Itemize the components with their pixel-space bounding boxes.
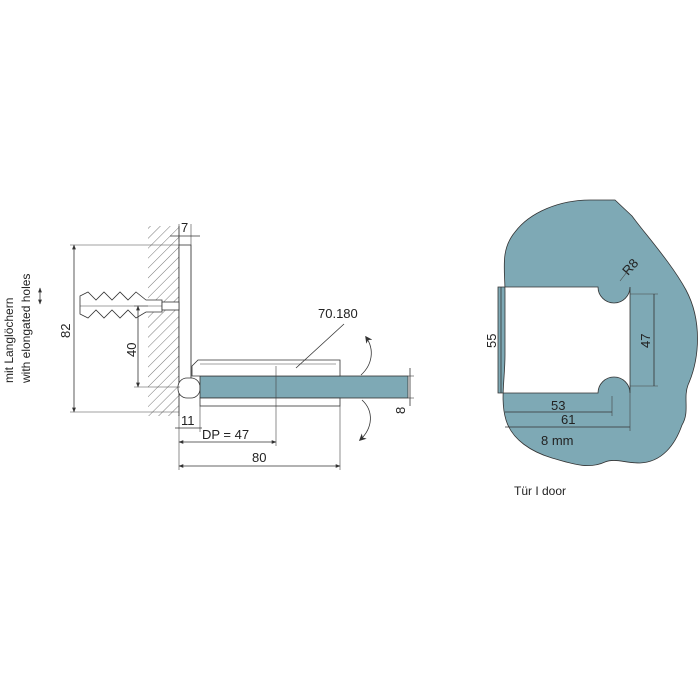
side-label-line2: with elongated holes bbox=[19, 274, 33, 384]
dim-gap: 11 bbox=[181, 413, 195, 428]
dim-article: 70.180 bbox=[318, 306, 358, 321]
dim-wall-offset: 7 bbox=[181, 220, 188, 235]
rotation-arrow-down bbox=[358, 399, 371, 441]
rotation-arrow-up bbox=[360, 335, 373, 376]
wall-plate bbox=[178, 244, 192, 396]
dim-cutout-width-inner: 53 bbox=[551, 398, 565, 413]
clamp-bottom-plate bbox=[199, 397, 341, 407]
article-leader bbox=[295, 323, 345, 369]
side-label-line1: mit Langlöchern bbox=[2, 298, 16, 383]
dim-cutout-height-outer: 55 bbox=[484, 334, 499, 348]
radius-leader bbox=[619, 267, 631, 282]
glass-panel bbox=[497, 199, 698, 466]
dim-length: 80 bbox=[252, 450, 266, 465]
clamp-top-plate bbox=[191, 359, 341, 377]
dim-height-total: 82 bbox=[58, 324, 73, 338]
dim-cutout-height-inner: 47 bbox=[638, 334, 653, 348]
dim-dp: DP = 47 bbox=[202, 427, 249, 442]
glass-leaf bbox=[199, 375, 409, 399]
dim-door-glass-thickness: 8 mm bbox=[541, 433, 574, 448]
hinge-side-view bbox=[79, 226, 409, 416]
dim-glass-thickness: 8 bbox=[393, 407, 408, 414]
left-dimensions: 7 82 40 70.180 8 11 DP = 47 80 bbox=[58, 220, 414, 470]
door-cutout-view: R8 55 47 53 61 8 mm Tür I door bbox=[484, 199, 698, 498]
side-label: mit Langlöchern with elongated holes bbox=[2, 274, 42, 384]
anchor-screw bbox=[161, 301, 180, 311]
dim-height-inner: 40 bbox=[124, 343, 139, 357]
hinge-knuckle bbox=[177, 377, 201, 399]
wall-anchor bbox=[79, 291, 180, 319]
wall-hatch bbox=[148, 226, 179, 416]
door-caption: Tür I door bbox=[514, 484, 566, 498]
dim-cutout-width-outer: 61 bbox=[561, 412, 575, 427]
